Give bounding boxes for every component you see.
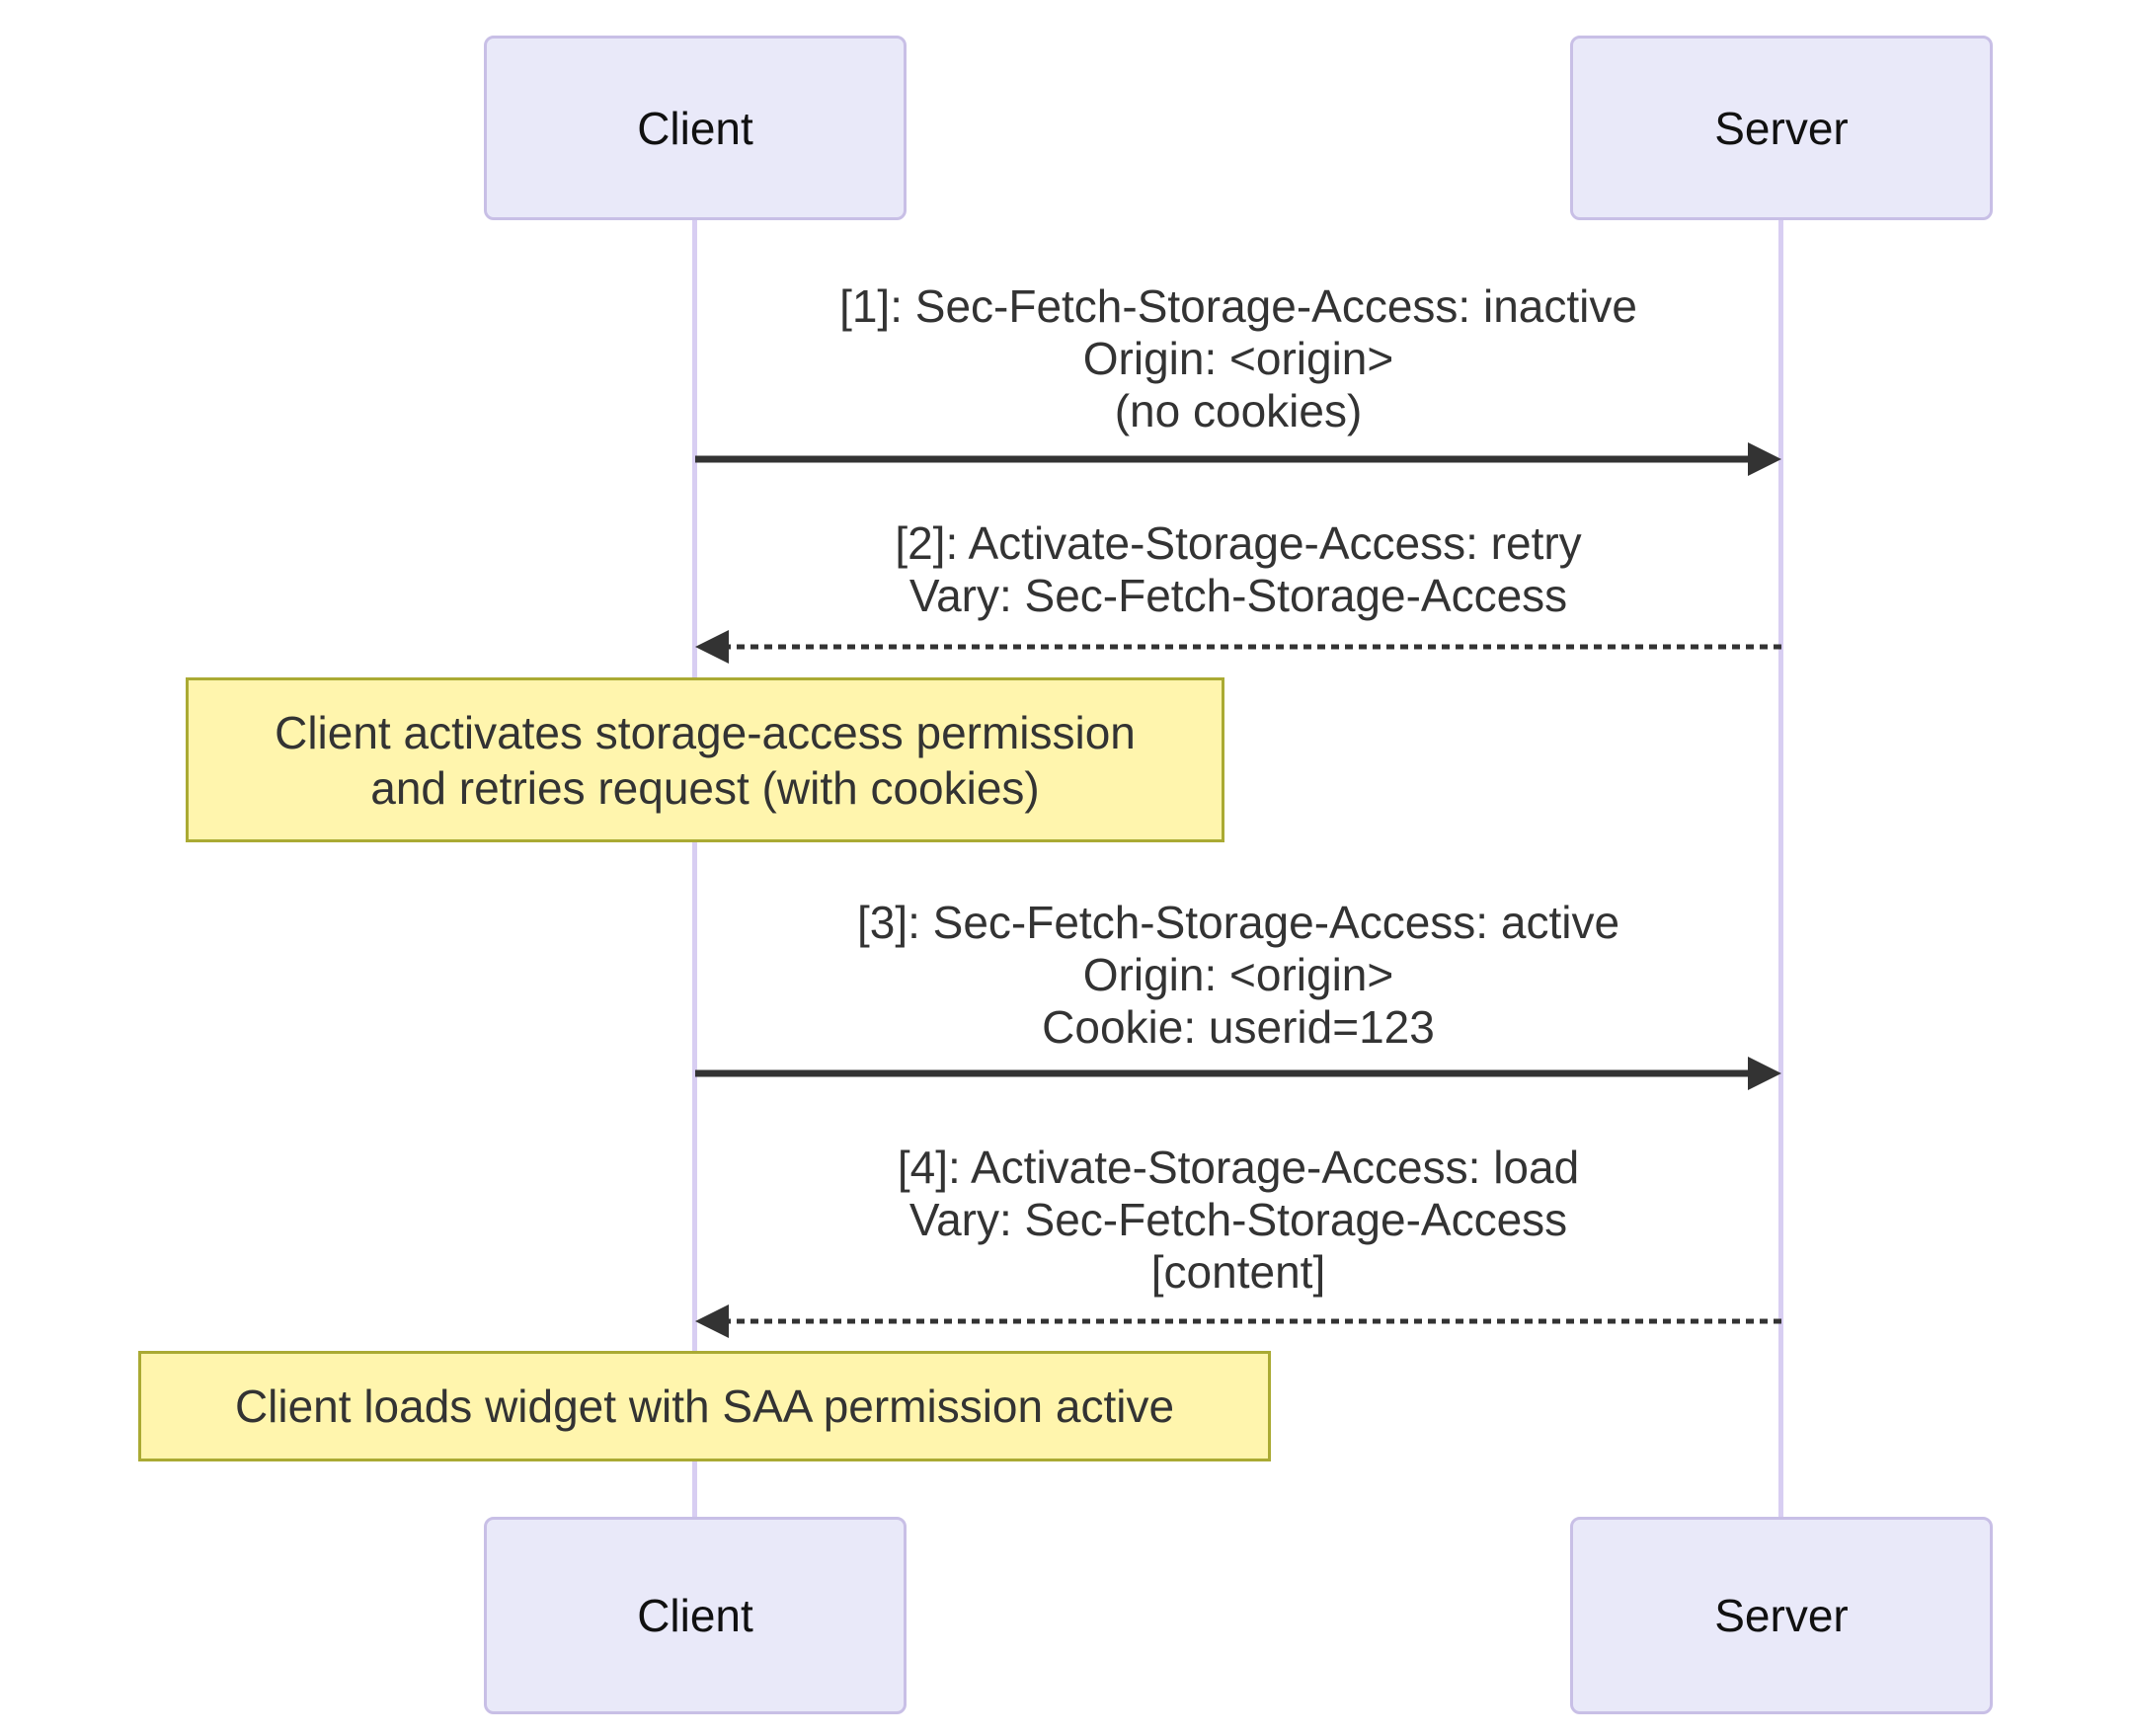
- actor-label-client-top: Client: [637, 102, 753, 154]
- actor-label-server-bottom: Server: [1714, 1590, 1849, 1641]
- message-3-line-3: Cookie: userid=123: [1042, 1001, 1435, 1053]
- message-3-arrow-solid-right: [695, 1057, 1781, 1090]
- arrowhead-left-icon: [695, 630, 729, 664]
- message-1-line-1: [1]: Sec-Fetch-Storage-Access: inactive: [839, 280, 1637, 332]
- actor-box-client-bottom: Client: [484, 1517, 907, 1714]
- message-3-line-1: [3]: Sec-Fetch-Storage-Access: active: [856, 897, 1620, 948]
- message-1-arrow-solid-right: [695, 442, 1781, 476]
- message-4-line-1: [4]: Activate-Storage-Access: load: [897, 1142, 1580, 1193]
- arrowhead-left-icon: [695, 1304, 729, 1338]
- note-loads-widget: Client loads widget with SAA permission …: [138, 1351, 1271, 1461]
- note-2-line-1: Client loads widget with SAA permission …: [234, 1381, 1175, 1432]
- message-3-text: [3]: Sec-Fetch-Storage-Access: active Or…: [695, 897, 1781, 1054]
- message-1-text: [1]: Sec-Fetch-Storage-Access: inactive …: [695, 280, 1781, 437]
- message-4-line-3: [content]: [1150, 1246, 1326, 1298]
- message-4-text: [4]: Activate-Storage-Access: load Vary:…: [695, 1142, 1781, 1299]
- message-2-text: [2]: Activate-Storage-Access: retry Vary…: [695, 517, 1781, 622]
- actor-box-server-top: Server: [1570, 36, 1993, 220]
- note-activate-permission: Client activates storage-access permissi…: [186, 677, 1224, 842]
- message-4-arrow-dashed-left: [695, 1304, 1781, 1338]
- note-1-line-2: and retries request (with cookies): [370, 761, 1040, 814]
- lifeline-client: [692, 220, 697, 1517]
- arrowhead-right-icon: [1748, 1057, 1781, 1090]
- message-2-line-2: Vary: Sec-Fetch-Storage-Access: [908, 570, 1568, 621]
- message-4-line-2: Vary: Sec-Fetch-Storage-Access: [908, 1194, 1568, 1245]
- message-3-line-2: Origin: <origin>: [1082, 949, 1394, 1000]
- message-1-line-3: (no cookies): [1114, 385, 1363, 436]
- arrowhead-right-icon: [1748, 442, 1781, 476]
- message-2-line-1: [2]: Activate-Storage-Access: retry: [895, 517, 1582, 569]
- actor-box-client-top: Client: [484, 36, 907, 220]
- note-1-line-1: Client activates storage-access permissi…: [275, 706, 1136, 758]
- lifeline-server: [1778, 220, 1783, 1517]
- actor-label-server-top: Server: [1714, 102, 1849, 154]
- message-2-arrow-dashed-left: [695, 630, 1781, 664]
- actor-box-server-bottom: Server: [1570, 1517, 1993, 1714]
- message-1-line-2: Origin: <origin>: [1082, 333, 1394, 384]
- actor-label-client-bottom: Client: [637, 1590, 753, 1641]
